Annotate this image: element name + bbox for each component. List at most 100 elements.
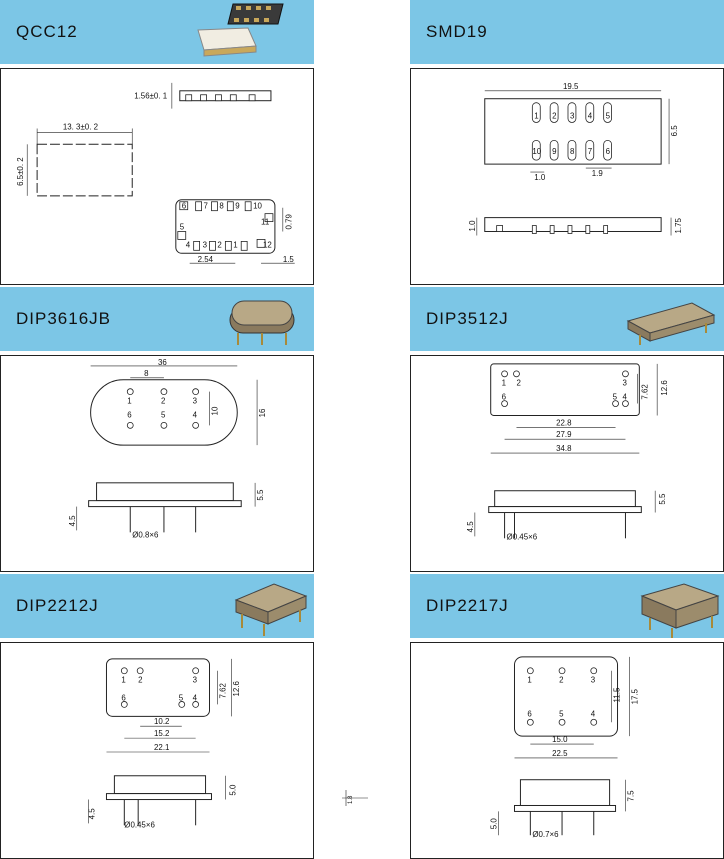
dim-width: 12.6 bbox=[660, 380, 669, 396]
dim-length: 22.1 bbox=[154, 743, 170, 752]
dim-width: 16 bbox=[258, 408, 267, 417]
pin-4: 4 bbox=[193, 693, 198, 702]
dim-row: 11.5 bbox=[613, 687, 622, 702]
pin-10: 10 bbox=[253, 202, 262, 211]
pin-1: 1 bbox=[233, 240, 238, 249]
pin-6: 6 bbox=[527, 709, 532, 718]
dim-length: 19.5 bbox=[563, 82, 579, 91]
pin-10: 10 bbox=[532, 147, 541, 156]
qcc12-photo bbox=[197, 3, 284, 57]
dim-pad-w: 1.0 bbox=[468, 220, 477, 232]
pin-5: 5 bbox=[606, 112, 611, 121]
pin-2: 2 bbox=[552, 112, 556, 121]
dim-width: 6.5±0. 2 bbox=[16, 157, 25, 186]
pin-2: 2 bbox=[161, 397, 165, 406]
panel-title: SMD19 bbox=[426, 22, 488, 41]
pin-7: 7 bbox=[588, 147, 592, 156]
pin-dia: Ø0.7×6 bbox=[532, 830, 559, 839]
stray-dimension-mark: 1.8 bbox=[342, 790, 368, 806]
pin-6: 6 bbox=[127, 410, 132, 419]
pin-dia: Ø0.45×6 bbox=[124, 820, 155, 829]
dim-lead: 4.5 bbox=[466, 521, 475, 533]
dim-height: 7.5 bbox=[626, 790, 635, 802]
pin-11: 11 bbox=[261, 218, 270, 227]
pin-3: 3 bbox=[203, 240, 208, 249]
panel-title: DIP2212J bbox=[16, 596, 99, 615]
dim-height: 5.0 bbox=[228, 784, 237, 796]
dim-lead: 4.5 bbox=[68, 515, 77, 527]
dim-pitch: 2.54 bbox=[198, 255, 214, 264]
dim-width: 6.5 bbox=[670, 125, 679, 137]
panel-title: DIP2217J bbox=[426, 596, 509, 615]
pin-4: 4 bbox=[591, 709, 596, 718]
pin-8: 8 bbox=[570, 147, 575, 156]
pin-3: 3 bbox=[622, 379, 627, 388]
dip2212j-photo bbox=[234, 583, 308, 636]
pin-3: 3 bbox=[570, 112, 575, 121]
pin-6: 6 bbox=[606, 147, 611, 156]
dim-length: 36 bbox=[158, 358, 167, 367]
panel-title: QCC12 bbox=[16, 22, 78, 41]
dip3616jb-photo bbox=[229, 300, 295, 345]
pin-8: 8 bbox=[219, 202, 224, 211]
dim-inner: 15.0 bbox=[552, 735, 568, 744]
pin-4: 4 bbox=[193, 410, 198, 419]
pin-2: 2 bbox=[559, 676, 563, 685]
pin-6: 6 bbox=[121, 693, 126, 702]
dip2217j-photo bbox=[640, 583, 720, 638]
dim-edge: 1.5 bbox=[283, 255, 295, 264]
pin-dia: Ø0.8×6 bbox=[132, 530, 159, 539]
smd19-top-pins bbox=[531, 102, 612, 161]
qcc12-drawing: 1.56±0. 1 13. 3±0. 2 6.5±0. 2 6 7 8 9 10… bbox=[0, 68, 314, 285]
panel-header: SMD19 bbox=[410, 0, 724, 64]
pin-2: 2 bbox=[217, 240, 221, 249]
dip3512j-photo bbox=[626, 302, 716, 345]
pin-5: 5 bbox=[613, 393, 618, 402]
smd19-drawing: 19.5 1 2 3 4 5 10 9 8 7 6 6.5 1.0 bbox=[410, 68, 724, 285]
pin-1: 1 bbox=[527, 676, 532, 685]
dim-row: 7.62 bbox=[218, 683, 227, 698]
dim-inner: 10.2 bbox=[154, 717, 169, 726]
pin-3: 3 bbox=[193, 397, 198, 406]
pin-1: 1 bbox=[127, 397, 132, 406]
pin-6: 6 bbox=[502, 393, 507, 402]
panel-header: DIP2212J bbox=[0, 574, 314, 638]
dim-pad-h: 0.79 bbox=[285, 214, 294, 230]
dim-inner: 22.8 bbox=[556, 418, 572, 427]
dip3512j-drawing: 1 2 3 6 5 4 7.62 12.6 22.8 27.9 34.8 5.5 bbox=[410, 355, 724, 572]
pin-3: 3 bbox=[193, 676, 198, 685]
pin-4: 4 bbox=[622, 393, 627, 402]
pin-9: 9 bbox=[552, 147, 557, 156]
pin-5: 5 bbox=[161, 410, 166, 419]
pin-9: 9 bbox=[235, 202, 240, 211]
dip3616jb-drawing: 36 8 1 2 3 6 5 4 10 16 5.5 4.5 bbox=[0, 355, 314, 572]
pin-2: 2 bbox=[138, 676, 142, 685]
pin-1: 1 bbox=[502, 379, 507, 388]
dip2212j-drawing: 1 2 3 6 5 4 7.62 12.6 10.2 15.2 22.1 5.0 bbox=[0, 642, 314, 859]
dim-length: 34.8 bbox=[556, 444, 572, 453]
dim-height: 5.5 bbox=[256, 489, 265, 501]
dim-height: 5.5 bbox=[658, 493, 667, 505]
dim-mid: 15.2 bbox=[154, 729, 169, 738]
dim-row: 7.62 bbox=[640, 384, 649, 399]
pin-6: 6 bbox=[182, 202, 187, 211]
panel-title: DIP3512J bbox=[426, 309, 509, 328]
panel-dip2217j: DIP2217J 1 2 3 6 5 4 11.5 17.5 15.0 bbox=[410, 574, 724, 859]
dim-mid: 27.9 bbox=[556, 430, 572, 439]
pin-5: 5 bbox=[559, 709, 564, 718]
pin-5: 5 bbox=[180, 223, 185, 232]
pin-12: 12 bbox=[263, 240, 272, 249]
pin-1: 1 bbox=[534, 112, 539, 121]
pin-dia: Ø0.45×6 bbox=[507, 532, 538, 541]
dim-pitch: 8 bbox=[144, 369, 149, 378]
panel-smd19: SMD19 19.5 1 2 3 4 5 10 9 8 7 6 bbox=[410, 0, 724, 285]
dim-length: 22.5 bbox=[552, 749, 568, 758]
dim-lead: 5.0 bbox=[490, 818, 499, 830]
panel-dip3512j: DIP3512J 1 2 3 6 5 4 7.62 12.6 22.8 bbox=[410, 287, 724, 572]
dim-height: 1.75 bbox=[674, 217, 683, 233]
stray-mark-label: 1.8 bbox=[348, 795, 354, 804]
dim-height: 1.56±0. 1 bbox=[134, 92, 168, 101]
pin-2: 2 bbox=[516, 379, 520, 388]
panel-title: DIP3616JB bbox=[16, 309, 111, 328]
dim-width: 12.6 bbox=[232, 681, 241, 697]
